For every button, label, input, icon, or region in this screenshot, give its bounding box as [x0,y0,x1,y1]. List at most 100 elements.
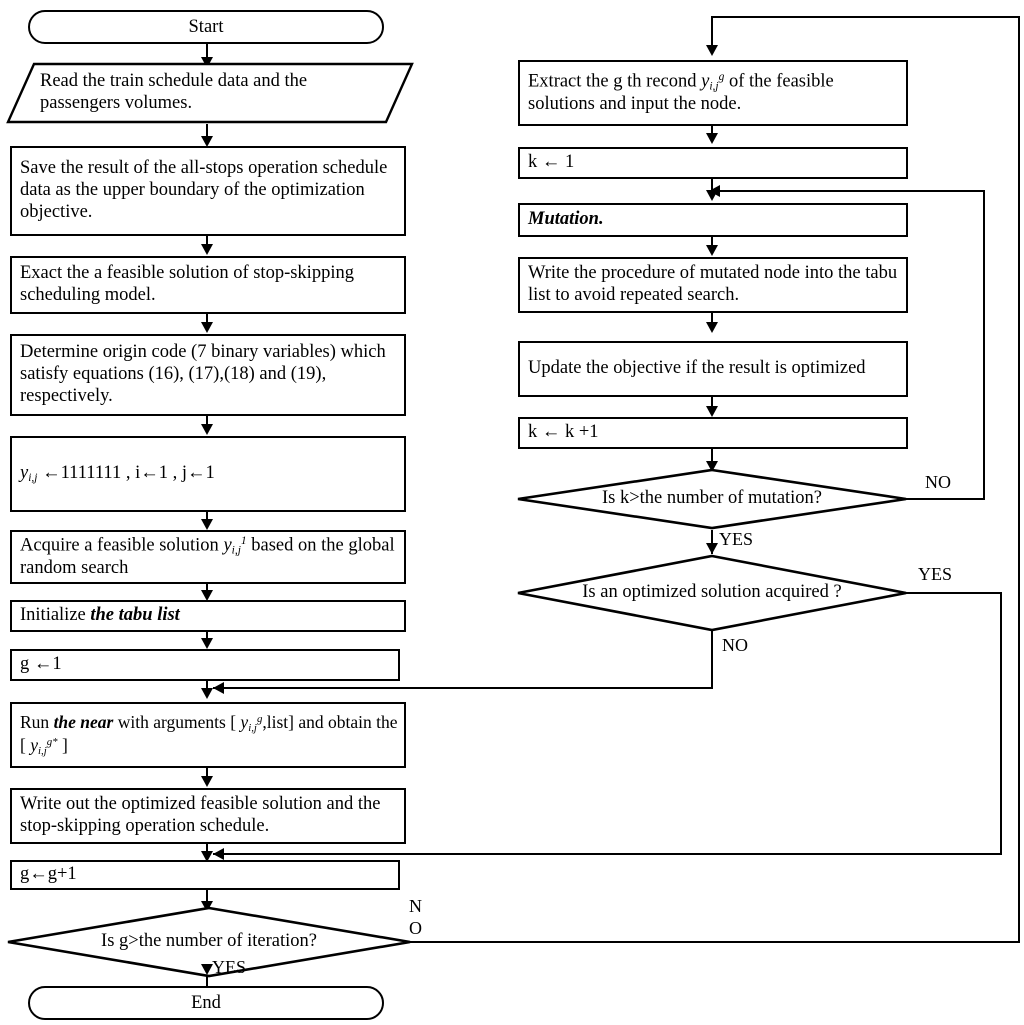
var-y: y [20,462,29,483]
var-y-star-sup: g* [46,736,58,749]
the-near-emphasis: the near [53,712,114,733]
edge-iteration-no-right [410,941,1020,943]
run-text-e: ] [57,735,68,755]
node-init-y-label: yi,j ←1111111 , i←1 , j←1 [12,463,404,486]
node-determine-origin-label: Determine origin code (7 binary variable… [20,342,386,406]
arrowhead-determine-to-inity [201,424,213,435]
node-k-increment[interactable]: k ← k +1 [518,417,908,449]
node-initialize-tabu-label: Initialize the tabu list [12,605,404,627]
var-y-acquire: y [223,534,232,555]
var-y-acquire-sup: 1 [240,534,247,547]
var-y-star: y [30,735,38,755]
node-init-y[interactable]: yi,j ←1111111 , i←1 , j←1 [10,436,406,512]
node-write-tabu-label: Write the procedure of mutated node into… [528,263,898,305]
diamond-shape-mutation [517,468,907,530]
tabu-list-emphasis: the tabu list [90,605,180,626]
label-mutation-no: NO [925,472,951,492]
node-dec-mutation-label: Is k>the number of mutation? [601,488,823,509]
node-start[interactable]: Start [28,10,384,44]
label-mutation-yes: YES [719,529,754,549]
init-y-expression: ←1111111 , i←1 , j←1 [37,462,215,483]
arrowhead-acquire-to-tabu [201,590,213,601]
edge-read-to-save [206,124,208,140]
var-y-subscript: i,j [28,471,38,484]
node-dec-optimized[interactable]: Is an optimized solution acquired ? [516,554,908,632]
arrowhead-save-to-exact [201,244,213,255]
edge-mutation-no-left [720,190,985,192]
node-end[interactable]: End [28,986,384,1020]
edge-start-to-read [206,44,208,60]
var-y-extract-sup: g [718,70,725,83]
edge-acquire-to-tabu [206,584,208,595]
arrowhead-read-to-save [201,136,213,147]
node-k-init-label: k ← 1 [528,152,575,173]
diamond-shape-iteration [7,906,411,978]
edge-inity-to-acquire [206,512,208,524]
node-g-increment[interactable]: g←g+1 [10,860,400,890]
edge-optimized-no-down [711,630,713,689]
label-optimized-yes: YES [918,564,953,584]
node-extract-record-label: Extract the g th recond yi,jg of the fea… [520,71,906,116]
arrowhead-ginit-to-runnear [201,688,213,699]
node-run-near[interactable]: Run the near with arguments [ yi,jg,list… [10,702,406,768]
node-write-tabu[interactable]: Write the procedure of mutated node into… [518,257,908,313]
var-y-extract-sub: i,j [709,80,719,93]
node-acquire-feasible-label: Acquire a feasible solution yi,j1 based … [12,535,404,580]
edge-optimized-yes-left [213,853,1002,855]
arrowhead-deciteration-yes [201,964,213,975]
var-y-run-sup: g [256,713,263,726]
node-exact-feasible-label: Exact the a feasible solution of stop-sk… [20,263,354,305]
arrowhead-inity-to-acquire [201,519,213,530]
var-y-run: y [240,712,249,733]
node-save-allstops[interactable]: Save the result of the all-stops operati… [10,146,406,236]
arrowhead-mutation-to-writetabu [706,245,718,256]
node-dec-iteration[interactable]: Is g>the number of iteration? [6,906,412,978]
node-acquire-feasible[interactable]: Acquire a feasible solution yi,j1 based … [10,530,406,584]
node-update-objective[interactable]: Update the objective if the result is op… [518,341,908,397]
edge-tabu-to-ginit [206,632,208,643]
var-y-acquire-sub: i,j [231,544,241,557]
var-y-run-sub: i,j [248,722,257,735]
node-write-out-label: Write out the optimized feasible solutio… [20,794,381,836]
parallelogram-shape [6,62,414,124]
node-mutation-label: Mutation. [528,209,604,230]
arrowhead-optimized-yes-to-gincrement [213,848,224,860]
run-text-d: ,list] and obtain the [ [20,712,398,755]
edge-kincrement-to-decmutation [711,449,713,469]
node-determine-origin[interactable]: Determine origin code (7 binary variable… [10,334,406,416]
node-write-out[interactable]: Write out the optimized feasible solutio… [10,788,406,844]
label-iteration-no-line2: O [409,918,422,938]
node-exact-feasible[interactable]: Exact the a feasible solution of stop-sk… [10,256,406,314]
edge-extract-to-kinit [711,126,713,138]
edge-optimized-no-left [213,687,713,689]
arrowhead-mutation-no-to-mutation [709,185,720,197]
node-initialize-tabu[interactable]: Initialize the tabu list [10,600,406,632]
node-extract-record[interactable]: Extract the g th recond yi,jg of the fea… [518,60,908,126]
edge-iteration-no-top [711,16,1020,18]
label-optimized-no: NO [722,635,748,655]
edge-decmutation-yes [711,530,713,554]
node-read-input[interactable]: Read the train schedule data and the pas… [6,62,414,124]
node-dec-mutation[interactable]: Is k>the number of mutation? [516,468,908,530]
arrowhead-update-to-kincrement [706,406,718,417]
edge-determine-to-inity [206,416,208,429]
node-mutation[interactable]: Mutation. [518,203,908,237]
arrowhead-exact-to-determine [201,322,213,333]
node-k-increment-label: k ← k +1 [528,422,599,443]
edge-mutation-no-up [983,190,985,500]
arrowhead-writeout-to-gincrement [201,851,213,862]
edge-mutation-to-writetabu [711,237,713,250]
arrowhead-writetabu-to-update [706,322,718,333]
edge-optimized-yes-down [1000,592,1002,855]
node-k-init[interactable]: k ← 1 [518,147,908,179]
edge-runnear-to-writeout [206,768,208,781]
edge-writeout-to-gincrement [206,844,208,857]
node-dec-iteration-label: Is g>the number of iteration? [101,931,317,952]
label-iteration-yes: YES [212,957,247,977]
extract-text-b: of the feasible solutions and input the … [528,70,834,114]
edge-exact-to-determine [206,314,208,327]
arrowhead-iteration-no-to-extract [706,45,718,56]
arrowhead-extract-to-kinit [706,133,718,144]
node-g-init[interactable]: g ←1 [10,649,400,681]
